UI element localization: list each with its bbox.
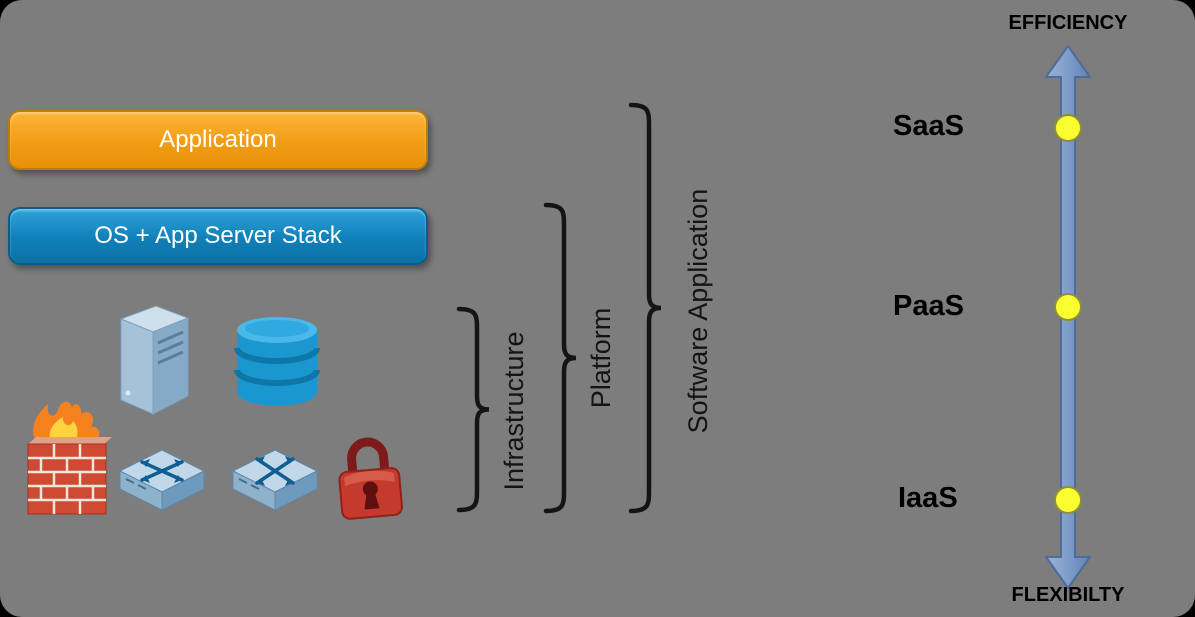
software-application-brace	[628, 102, 662, 514]
efficiency-label: EFFICIENCY	[1008, 12, 1128, 34]
infrastructure-label: Infrastructure	[499, 331, 529, 491]
software-application-label: Software Application	[683, 188, 713, 434]
network-switch-icon	[227, 441, 323, 515]
paas-label: PaaS	[893, 290, 964, 322]
iaas-marker	[1054, 486, 1082, 514]
saas-marker	[1054, 114, 1082, 142]
iaas-label: IaaS	[898, 482, 958, 514]
infrastructure-brace	[456, 306, 490, 513]
flexibility-label: FLEXIBILTY	[1011, 584, 1125, 606]
platform-label: Platform	[586, 307, 616, 409]
paas-marker	[1054, 293, 1082, 321]
saas-label: SaaS	[893, 110, 964, 142]
platform-brace	[543, 202, 577, 514]
padlock-icon	[328, 423, 410, 525]
application-box-label: Application	[159, 126, 277, 153]
application-box: Application	[8, 110, 428, 170]
firewall-icon	[18, 396, 114, 520]
server-icon	[103, 303, 198, 418]
os-app-server-stack-label: OS + App Server Stack	[94, 222, 342, 249]
os-app-server-stack-box: OS + App Server Stack	[8, 207, 428, 265]
database-icon	[231, 314, 323, 410]
network-switch-icon	[114, 441, 210, 515]
